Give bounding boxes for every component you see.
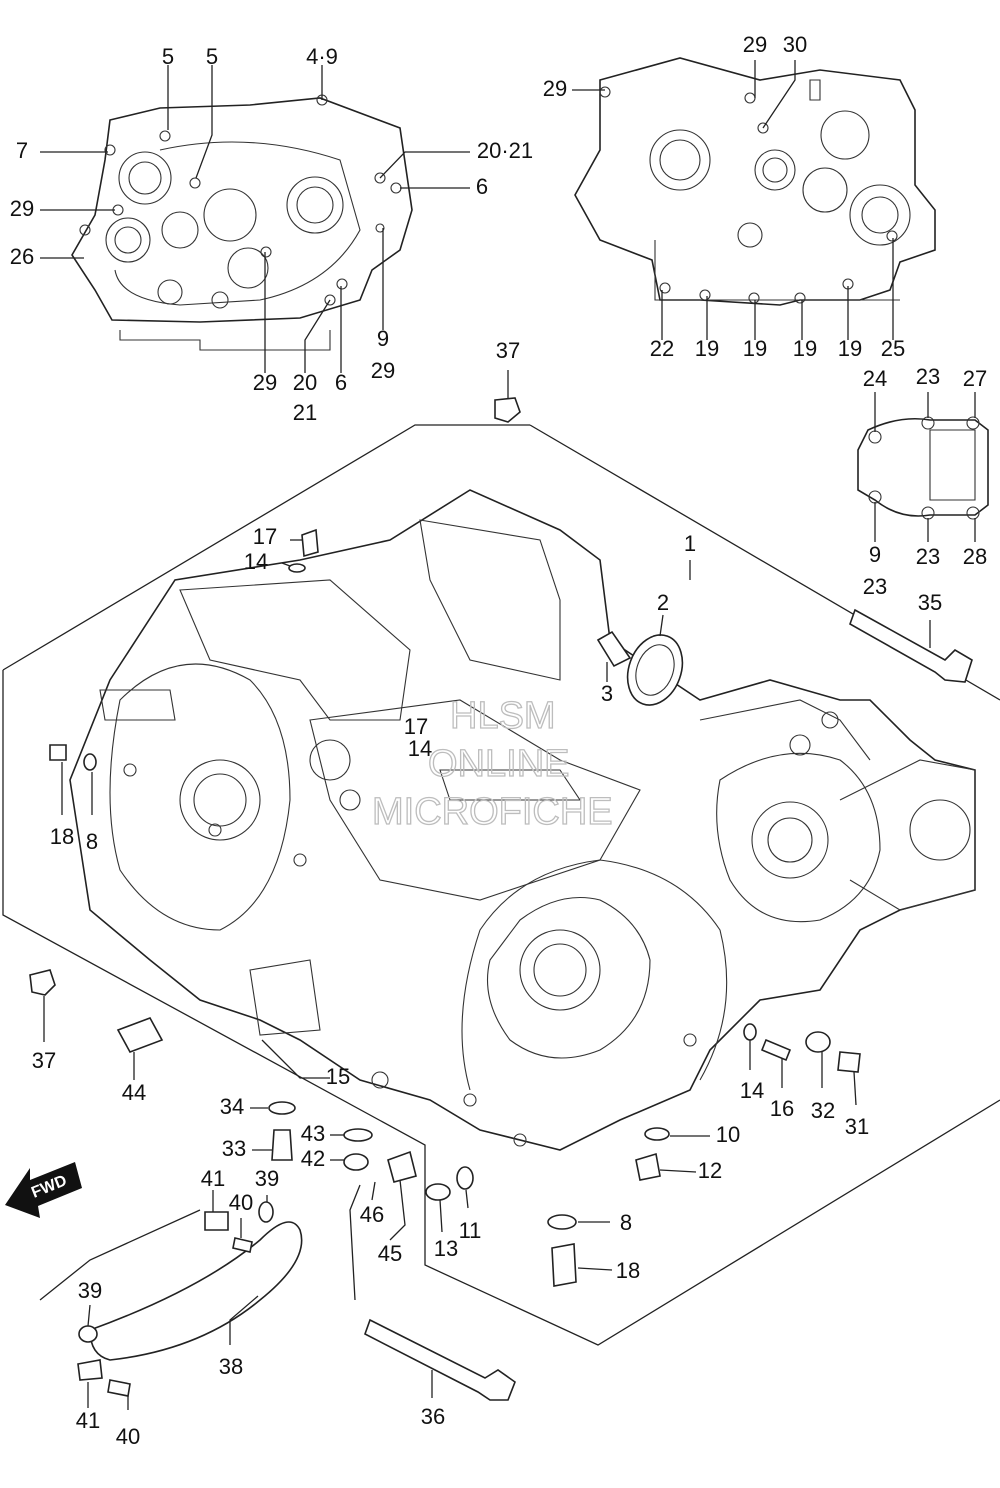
callout-11: 11: [459, 1218, 482, 1243]
callout-37a: 37: [496, 338, 520, 363]
callout-23a: 23: [916, 364, 940, 389]
callout-18a: 18: [50, 824, 74, 849]
callout-13: 13: [434, 1236, 458, 1261]
callout-23b: 23: [916, 544, 940, 569]
callout-10: 10: [716, 1122, 740, 1147]
watermark: HLSM ONLINE MICROFICHE: [371, 694, 613, 833]
callout-36: 36: [421, 1404, 445, 1429]
callout-29e: 29: [543, 76, 567, 101]
callout-33: 33: [222, 1136, 246, 1161]
callout-26: 26: [10, 244, 34, 269]
callout-28: 28: [963, 544, 987, 569]
callout-19b: 19: [743, 336, 767, 361]
callout-29d: 29: [743, 32, 767, 57]
watermark-line2: ONLINE: [428, 743, 569, 785]
callout-34: 34: [220, 1094, 244, 1119]
callout-27: 27: [963, 366, 987, 391]
callout-23c: 23: [863, 574, 887, 599]
callout-43: 43: [301, 1121, 325, 1146]
watermark-line1: HLSM: [450, 695, 556, 737]
watermark-line3: MICROFICHE: [372, 791, 613, 833]
callout-16: 16: [770, 1096, 794, 1121]
callout-39b: 39: [78, 1278, 102, 1303]
callout-22: 22: [650, 336, 674, 361]
callout-17b: 17: [404, 714, 428, 739]
callout-41b: 41: [76, 1408, 100, 1433]
callout-5a: 5: [162, 44, 174, 69]
callout-31: 31: [845, 1114, 869, 1139]
callout-12: 12: [698, 1158, 722, 1183]
callout-25: 25: [881, 336, 905, 361]
callout-38: 38: [219, 1354, 243, 1379]
callout-40b: 40: [116, 1424, 140, 1449]
callout-3: 3: [601, 681, 613, 706]
main-crankcase: [69, 489, 976, 1151]
callout-29c: 29: [253, 370, 277, 395]
callout-9a: 9: [377, 326, 389, 351]
loose-parts: [29, 397, 973, 1401]
callout-44: 44: [122, 1080, 146, 1105]
forward-direction-arrow: FWD: [5, 1162, 82, 1218]
crankcase-side-cover: [857, 416, 989, 520]
callout-5b: 5: [206, 44, 218, 69]
callout-4-9: 4·9: [306, 44, 338, 69]
callout-21: 21: [293, 400, 317, 425]
callout-35: 35: [918, 590, 942, 615]
callout-20-21a: 20·21: [477, 138, 533, 163]
callout-8a: 8: [86, 829, 98, 854]
callout-45: 45: [378, 1241, 402, 1266]
callout-30: 30: [783, 32, 807, 57]
callout-37b: 37: [32, 1048, 56, 1073]
left-crankcase-inner-view: [71, 94, 413, 351]
callout-42: 42: [301, 1146, 325, 1171]
callout-6a: 6: [476, 174, 488, 199]
leader-lines: [39, 60, 976, 1410]
callout-1: 1: [684, 531, 696, 556]
callout-19a: 19: [695, 336, 719, 361]
callout-46: 46: [360, 1202, 384, 1227]
callout-14c: 14: [740, 1078, 764, 1103]
callout-14b: 14: [408, 736, 432, 761]
callout-15: 15: [326, 1064, 350, 1089]
callout-29b: 29: [371, 358, 395, 383]
callout-19c: 19: [793, 336, 817, 361]
callout-32: 32: [811, 1098, 835, 1123]
callout-24: 24: [863, 366, 887, 391]
callout-2: 2: [657, 590, 669, 615]
callout-14a: 14: [244, 549, 268, 574]
callout-7: 7: [16, 138, 28, 163]
callout-40a: 40: [229, 1190, 253, 1215]
callout-6b: 6: [335, 370, 347, 395]
callout-29a: 29: [10, 196, 34, 221]
right-crankcase-inner-view: [574, 57, 936, 306]
callout-20: 20: [293, 370, 317, 395]
callout-19d: 19: [838, 336, 862, 361]
callout-9b: 9: [869, 542, 881, 567]
callout-39a: 39: [255, 1166, 279, 1191]
callout-41a: 41: [201, 1166, 225, 1191]
callout-18b: 18: [616, 1258, 640, 1283]
callout-17a: 17: [253, 524, 277, 549]
callout-8b: 8: [620, 1210, 632, 1235]
